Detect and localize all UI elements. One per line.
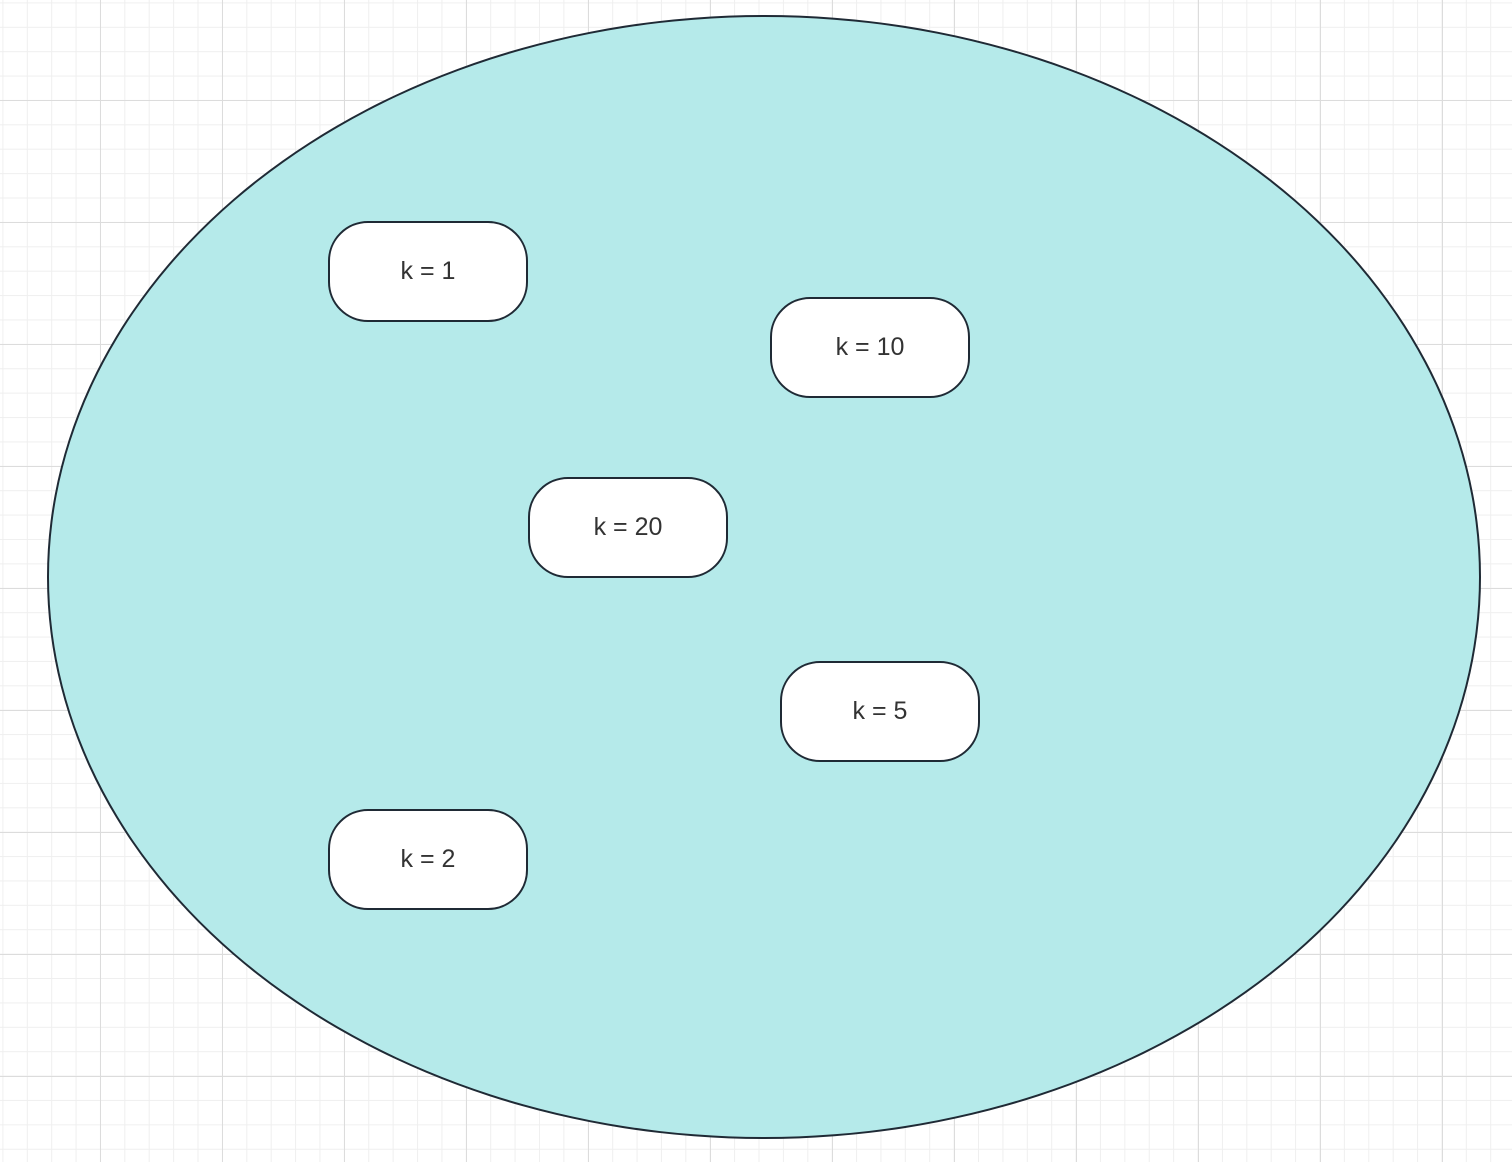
node-label: k = 5 [852,697,908,725]
node-k-5[interactable]: k = 5 [780,661,980,762]
node-label: k = 1 [400,257,456,285]
node-label: k = 2 [400,845,456,873]
cluster-ellipse[interactable] [47,15,1481,1139]
node-k-10[interactable]: k = 10 [770,297,970,398]
node-k-2[interactable]: k = 2 [328,809,528,910]
node-label: k = 10 [835,333,905,361]
node-k-20[interactable]: k = 20 [528,477,728,578]
node-label: k = 20 [593,513,663,541]
node-k-1[interactable]: k = 1 [328,221,528,322]
